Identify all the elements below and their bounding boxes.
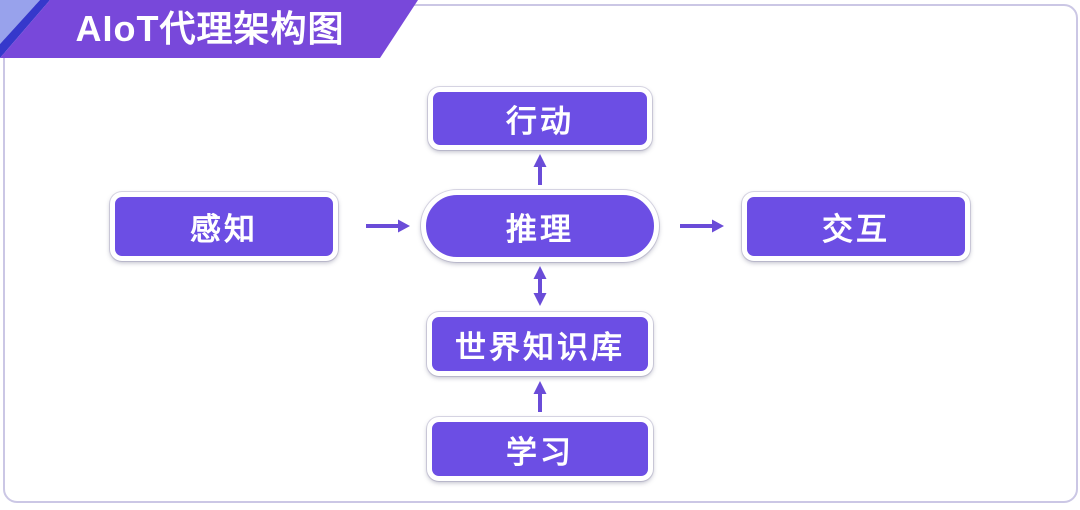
ribbon-banner bbox=[0, 0, 418, 58]
node-perception-label: 感知 bbox=[190, 212, 258, 247]
node-action-label: 行动 bbox=[506, 104, 574, 139]
node-learning: 学习 bbox=[427, 417, 653, 481]
node-action: 行动 bbox=[428, 87, 652, 150]
page-title: AIoT代理架构图 bbox=[75, 8, 345, 49]
node-interaction-label: 交互 bbox=[822, 212, 890, 247]
node-world-knowledge: 世界知识库 bbox=[427, 312, 653, 376]
header-ribbon: AIoT代理架构图 bbox=[0, 0, 430, 58]
node-interaction: 交互 bbox=[742, 192, 970, 261]
node-world-knowledge-label: 世界知识库 bbox=[455, 329, 625, 365]
node-perception: 感知 bbox=[110, 192, 338, 261]
node-reasoning-label: 推理 bbox=[506, 211, 574, 247]
ribbon-shape-icon bbox=[0, 0, 418, 58]
node-learning-label: 学习 bbox=[506, 434, 574, 470]
node-reasoning: 推理 bbox=[421, 190, 659, 262]
